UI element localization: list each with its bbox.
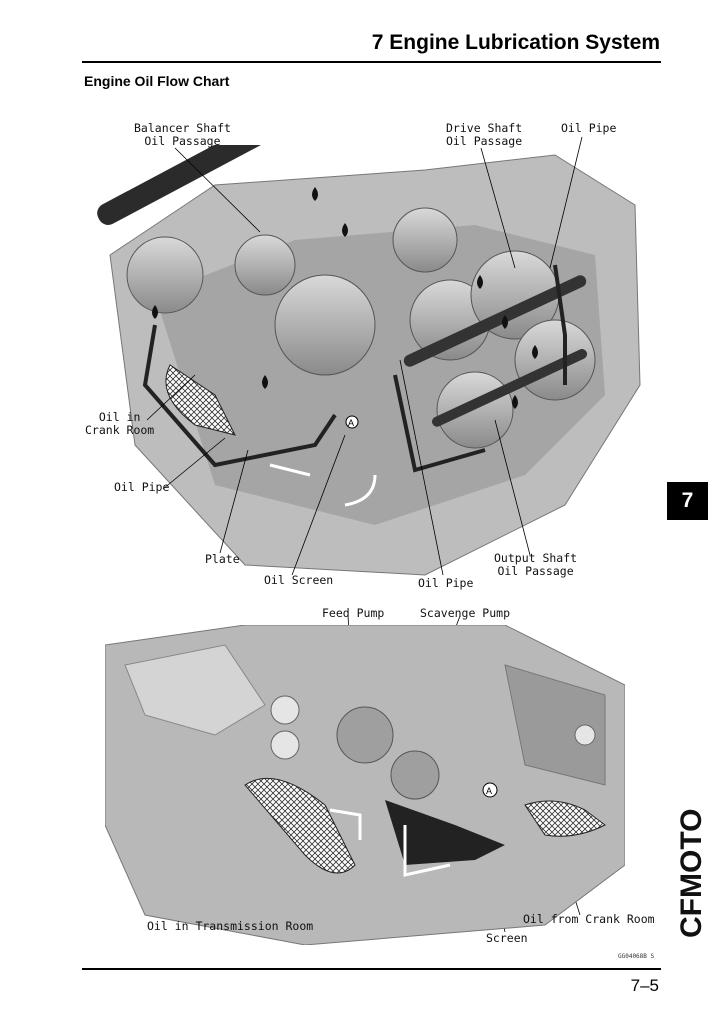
chapter-tab: 7 — [667, 482, 708, 520]
label-feed-pump: Feed Pump — [322, 606, 385, 620]
label-oil-pipe-left: Oil Pipe — [114, 480, 170, 494]
header-divider — [82, 61, 661, 63]
label-oil-from-crank-room: Oil from Crank Room — [523, 912, 655, 926]
footer-divider — [82, 968, 661, 970]
page-number: 7–5 — [630, 976, 659, 995]
page-title: 7 Engine Lubrication System — [371, 31, 660, 54]
label-screen: Screen — [486, 931, 528, 945]
label-plate: Plate — [205, 552, 240, 566]
section-title: Engine Oil Flow Chart — [84, 73, 230, 89]
marker-a-bottom: A — [486, 786, 492, 796]
oil-pump-illustration: A — [105, 625, 625, 945]
label-oil-screen: Oil Screen — [264, 573, 334, 587]
label-oil-in-transmission-room: Oil in Transmission Room — [147, 919, 314, 933]
label-oil-pipe-bottom: Oil Pipe — [418, 576, 474, 590]
svg-text:CFMOTO: CFMOTO — [675, 809, 708, 938]
cfmoto-logo: CFMOTO — [675, 809, 708, 938]
figure-reference-code: GG04068B S — [618, 953, 655, 960]
label-oil-pipe-top: Oil Pipe — [561, 121, 617, 135]
marker-a: A — [348, 418, 354, 428]
label-scavenge-pump: Scavenge Pump — [420, 606, 511, 620]
